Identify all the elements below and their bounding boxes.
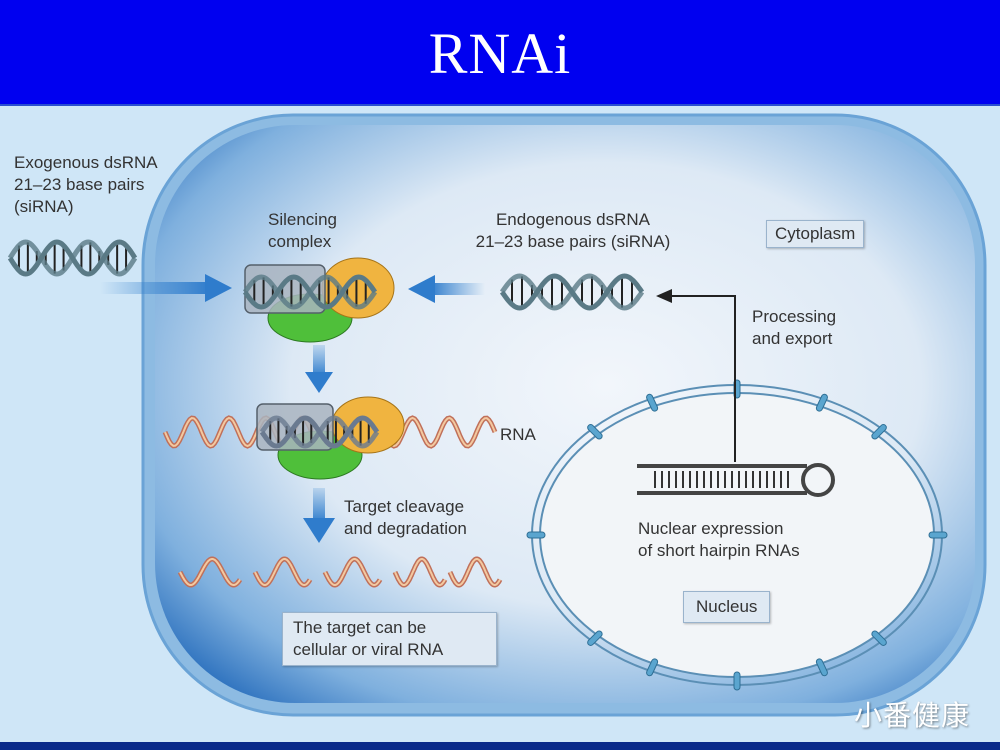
- target-recognition-arrow: [305, 345, 333, 393]
- target-note-box: The target can be cellular or viral RNA: [282, 612, 497, 666]
- rna-label: RNA: [500, 425, 536, 444]
- endogenous-line-1: Endogenous dsRNA: [495, 210, 651, 229]
- pore-cap: [928, 531, 948, 539]
- target-note-line-2: cellular or viral RNA: [293, 640, 444, 659]
- helix-strand: [242, 274, 378, 310]
- exogenous-entry-arrow: [100, 274, 232, 302]
- rna-fragment-highlight: [179, 558, 241, 586]
- nuclear-pore: [526, 531, 546, 539]
- exogenous-line-3: (siRNA): [14, 197, 74, 216]
- cleavage-arrow: [303, 488, 335, 543]
- helix-strand: [7, 239, 138, 277]
- nuclear-expression-label: Nuclear expression of short hairpin RNAs: [638, 518, 800, 562]
- rna-fragment-highlight: [254, 558, 311, 586]
- rna-fragment-highlight: [449, 558, 501, 586]
- endogenous-sirna-helix: [499, 273, 645, 311]
- pore-cap: [815, 393, 828, 412]
- helix-strand: [499, 273, 645, 311]
- exogenous-line-1: Exogenous dsRNA: [14, 153, 158, 172]
- pore-cap: [526, 531, 546, 539]
- slide-title: RNAi: [428, 21, 572, 86]
- processing-export-arrow: [668, 295, 736, 462]
- processing-export-label: Processing and export: [752, 306, 836, 350]
- exogenous-sirna-helix: [7, 239, 138, 277]
- pore-cap: [871, 630, 887, 646]
- cleavage-line-1: Target cleavage: [344, 497, 465, 516]
- silencing-complex-on-target: [256, 396, 405, 480]
- watermark: 小番健康: [854, 699, 971, 732]
- nuclear-pore: [733, 671, 741, 691]
- pore-cap: [646, 658, 659, 677]
- silencing-complex-label: Silencing complex: [268, 209, 337, 253]
- exogenous-line-2: 21–23 base pairs: [14, 175, 145, 194]
- pore-cap: [871, 424, 887, 440]
- nuclear-line-2: of short hairpin RNAs: [638, 541, 800, 560]
- pore-cap: [815, 658, 828, 677]
- rna-fragment-highlight: [394, 558, 446, 586]
- nuclear-pore: [646, 393, 659, 412]
- pore-cap: [733, 671, 741, 691]
- nuclear-pore: [587, 630, 603, 646]
- nuclear-pore: [815, 658, 828, 677]
- helix-strand: [259, 415, 380, 449]
- silencing-line-1: Silencing: [268, 210, 337, 229]
- nuclear-pore: [928, 531, 948, 539]
- target-cleavage-label: Target cleavage and degradation: [344, 496, 467, 540]
- nuclear-line-1: Nuclear expression: [638, 519, 784, 538]
- footer-bar: [0, 742, 1000, 750]
- cleaved-rna-fragments: [177, 556, 503, 588]
- processing-arrow-head: [656, 289, 672, 303]
- pore-cap: [587, 424, 603, 440]
- cytoplasm-label: Cytoplasm: [766, 220, 865, 248]
- nuclear-pore: [587, 424, 603, 440]
- target-note-line-1: The target can be: [293, 618, 427, 637]
- nuclear-pore: [871, 424, 887, 440]
- endogenous-loading-arrow: [408, 275, 485, 303]
- nuclear-pore: [815, 393, 828, 412]
- cleavage-line-2: and degradation: [344, 519, 467, 538]
- title-bar: RNAi: [0, 0, 1000, 106]
- nucleus-label: Nucleus: [683, 591, 771, 623]
- exogenous-dsrna-label: Exogenous dsRNA 21–23 base pairs (siRNA): [14, 152, 158, 218]
- nuclear-pore: [646, 658, 659, 677]
- pore-cap: [646, 393, 659, 412]
- short-hairpin-rna: [637, 463, 835, 497]
- processing-line-2: and export: [752, 329, 833, 348]
- endogenous-dsrna-label: Endogenous dsRNA 21–23 base pairs (siRNA…: [448, 209, 698, 253]
- processing-line-1: Processing: [752, 307, 837, 326]
- rna-fragment-highlight: [324, 558, 381, 586]
- silencing-line-2: complex: [268, 232, 332, 251]
- nuclear-pore: [871, 630, 887, 646]
- pore-cap: [587, 630, 603, 646]
- endogenous-line-2: 21–23 base pairs (siRNA): [475, 232, 671, 251]
- silencing-complex: [242, 257, 395, 343]
